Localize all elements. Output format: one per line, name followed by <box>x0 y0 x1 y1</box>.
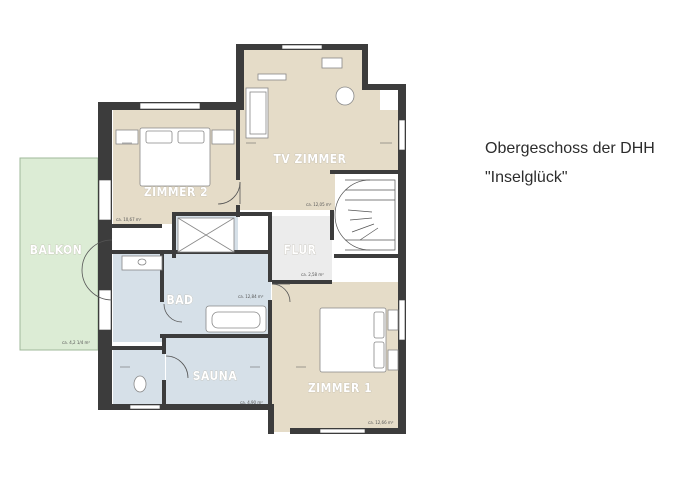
area-sauna: ca. 4,90 m² <box>240 400 263 405</box>
label-sauna: SAUNA <box>193 369 238 383</box>
dimension-marks <box>120 142 392 368</box>
label-flur: FLUR <box>284 243 317 257</box>
area-flur: ca. 2,58 m² <box>301 272 324 277</box>
label-zimmer2: ZIMMER 2 <box>144 185 208 199</box>
bed-zimmer1 <box>319 307 399 373</box>
plan-title: Obergeschoss der DHH "Inselglück" <box>485 134 655 192</box>
title-line-1: Obergeschoss der DHH <box>485 140 655 157</box>
balcony-area <box>19 157 99 351</box>
area-zimmer2: ca. 10,67 m² <box>116 217 142 222</box>
area-bad: ca. 12,84 m² <box>238 294 264 299</box>
door-swings <box>81 181 291 379</box>
area-tvzimmer: ca. 12,05 m² <box>306 202 332 207</box>
area-zimmer1: ca. 12,66 m² <box>368 420 394 425</box>
flur-floor <box>272 216 332 284</box>
bath-fixtures <box>121 217 267 393</box>
sofa-tvzimmer <box>245 57 355 139</box>
label-zimmer1: ZIMMER 1 <box>308 381 372 395</box>
sauna-floor <box>166 338 271 408</box>
label-balkon: BALKON <box>30 243 83 257</box>
area-balkon: ca. 4,2 1/4 m² <box>62 340 90 345</box>
staircase <box>334 179 396 251</box>
windows <box>98 44 406 434</box>
tvzimmer-corner <box>365 50 405 110</box>
label-bad: BAD <box>166 293 193 307</box>
title-line-2: "Inselglück" <box>485 169 568 186</box>
bed-zimmer2 <box>115 127 235 187</box>
stair-area <box>335 170 403 256</box>
label-tvzimmer: TV ZIMMER <box>273 152 346 166</box>
